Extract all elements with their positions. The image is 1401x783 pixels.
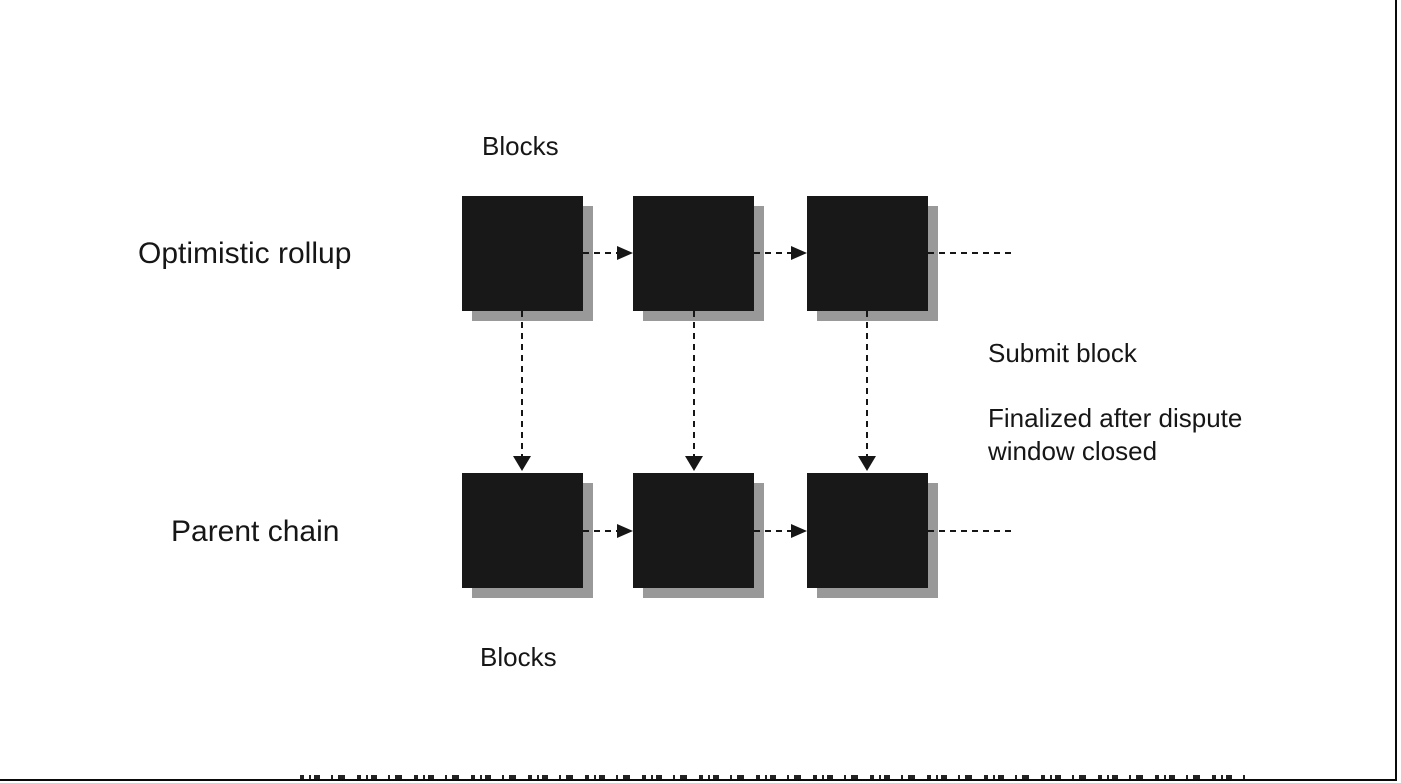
blocks-caption-bottom: Blocks (480, 642, 557, 672)
parent-block-1 (462, 473, 583, 588)
clipped-caption-artifact (300, 775, 1250, 779)
blocks-caption-top: Blocks (482, 131, 559, 161)
page-frame-right (1395, 0, 1397, 781)
arrowhead-right-icon (617, 246, 633, 260)
arrowhead-right-icon (791, 524, 807, 538)
dashed-line-rollup-continuation (928, 252, 1016, 254)
rollup-block-2 (633, 196, 754, 311)
label-parent-chain: Parent chain (171, 515, 340, 548)
rollup-block-1 (462, 196, 583, 311)
arrowhead-down-icon (513, 456, 531, 471)
dashed-connector-parent-1-2 (583, 530, 617, 532)
page-frame-bottom (0, 779, 1397, 781)
dashed-connector-submit-2 (693, 311, 695, 456)
rollup-block-3 (807, 196, 928, 311)
dashed-connector-rollup-1-2 (583, 252, 617, 254)
parent-block-2 (633, 473, 754, 588)
annotation-submit-block: Submit block (988, 338, 1137, 368)
arrowhead-down-icon (685, 456, 703, 471)
dashed-line-parent-continuation (928, 530, 1016, 532)
arrowhead-down-icon (858, 456, 876, 471)
arrowhead-right-icon (617, 524, 633, 538)
parent-block-3 (807, 473, 928, 588)
dashed-connector-submit-1 (521, 311, 523, 456)
dashed-connector-parent-2-3 (754, 530, 791, 532)
dashed-connector-rollup-2-3 (754, 252, 791, 254)
annotation-finalized-after-dispute: Finalized after dispute window closed (988, 403, 1243, 466)
arrowhead-right-icon (791, 246, 807, 260)
label-optimistic-rollup: Optimistic rollup (138, 237, 352, 270)
dashed-connector-submit-3 (866, 311, 868, 456)
